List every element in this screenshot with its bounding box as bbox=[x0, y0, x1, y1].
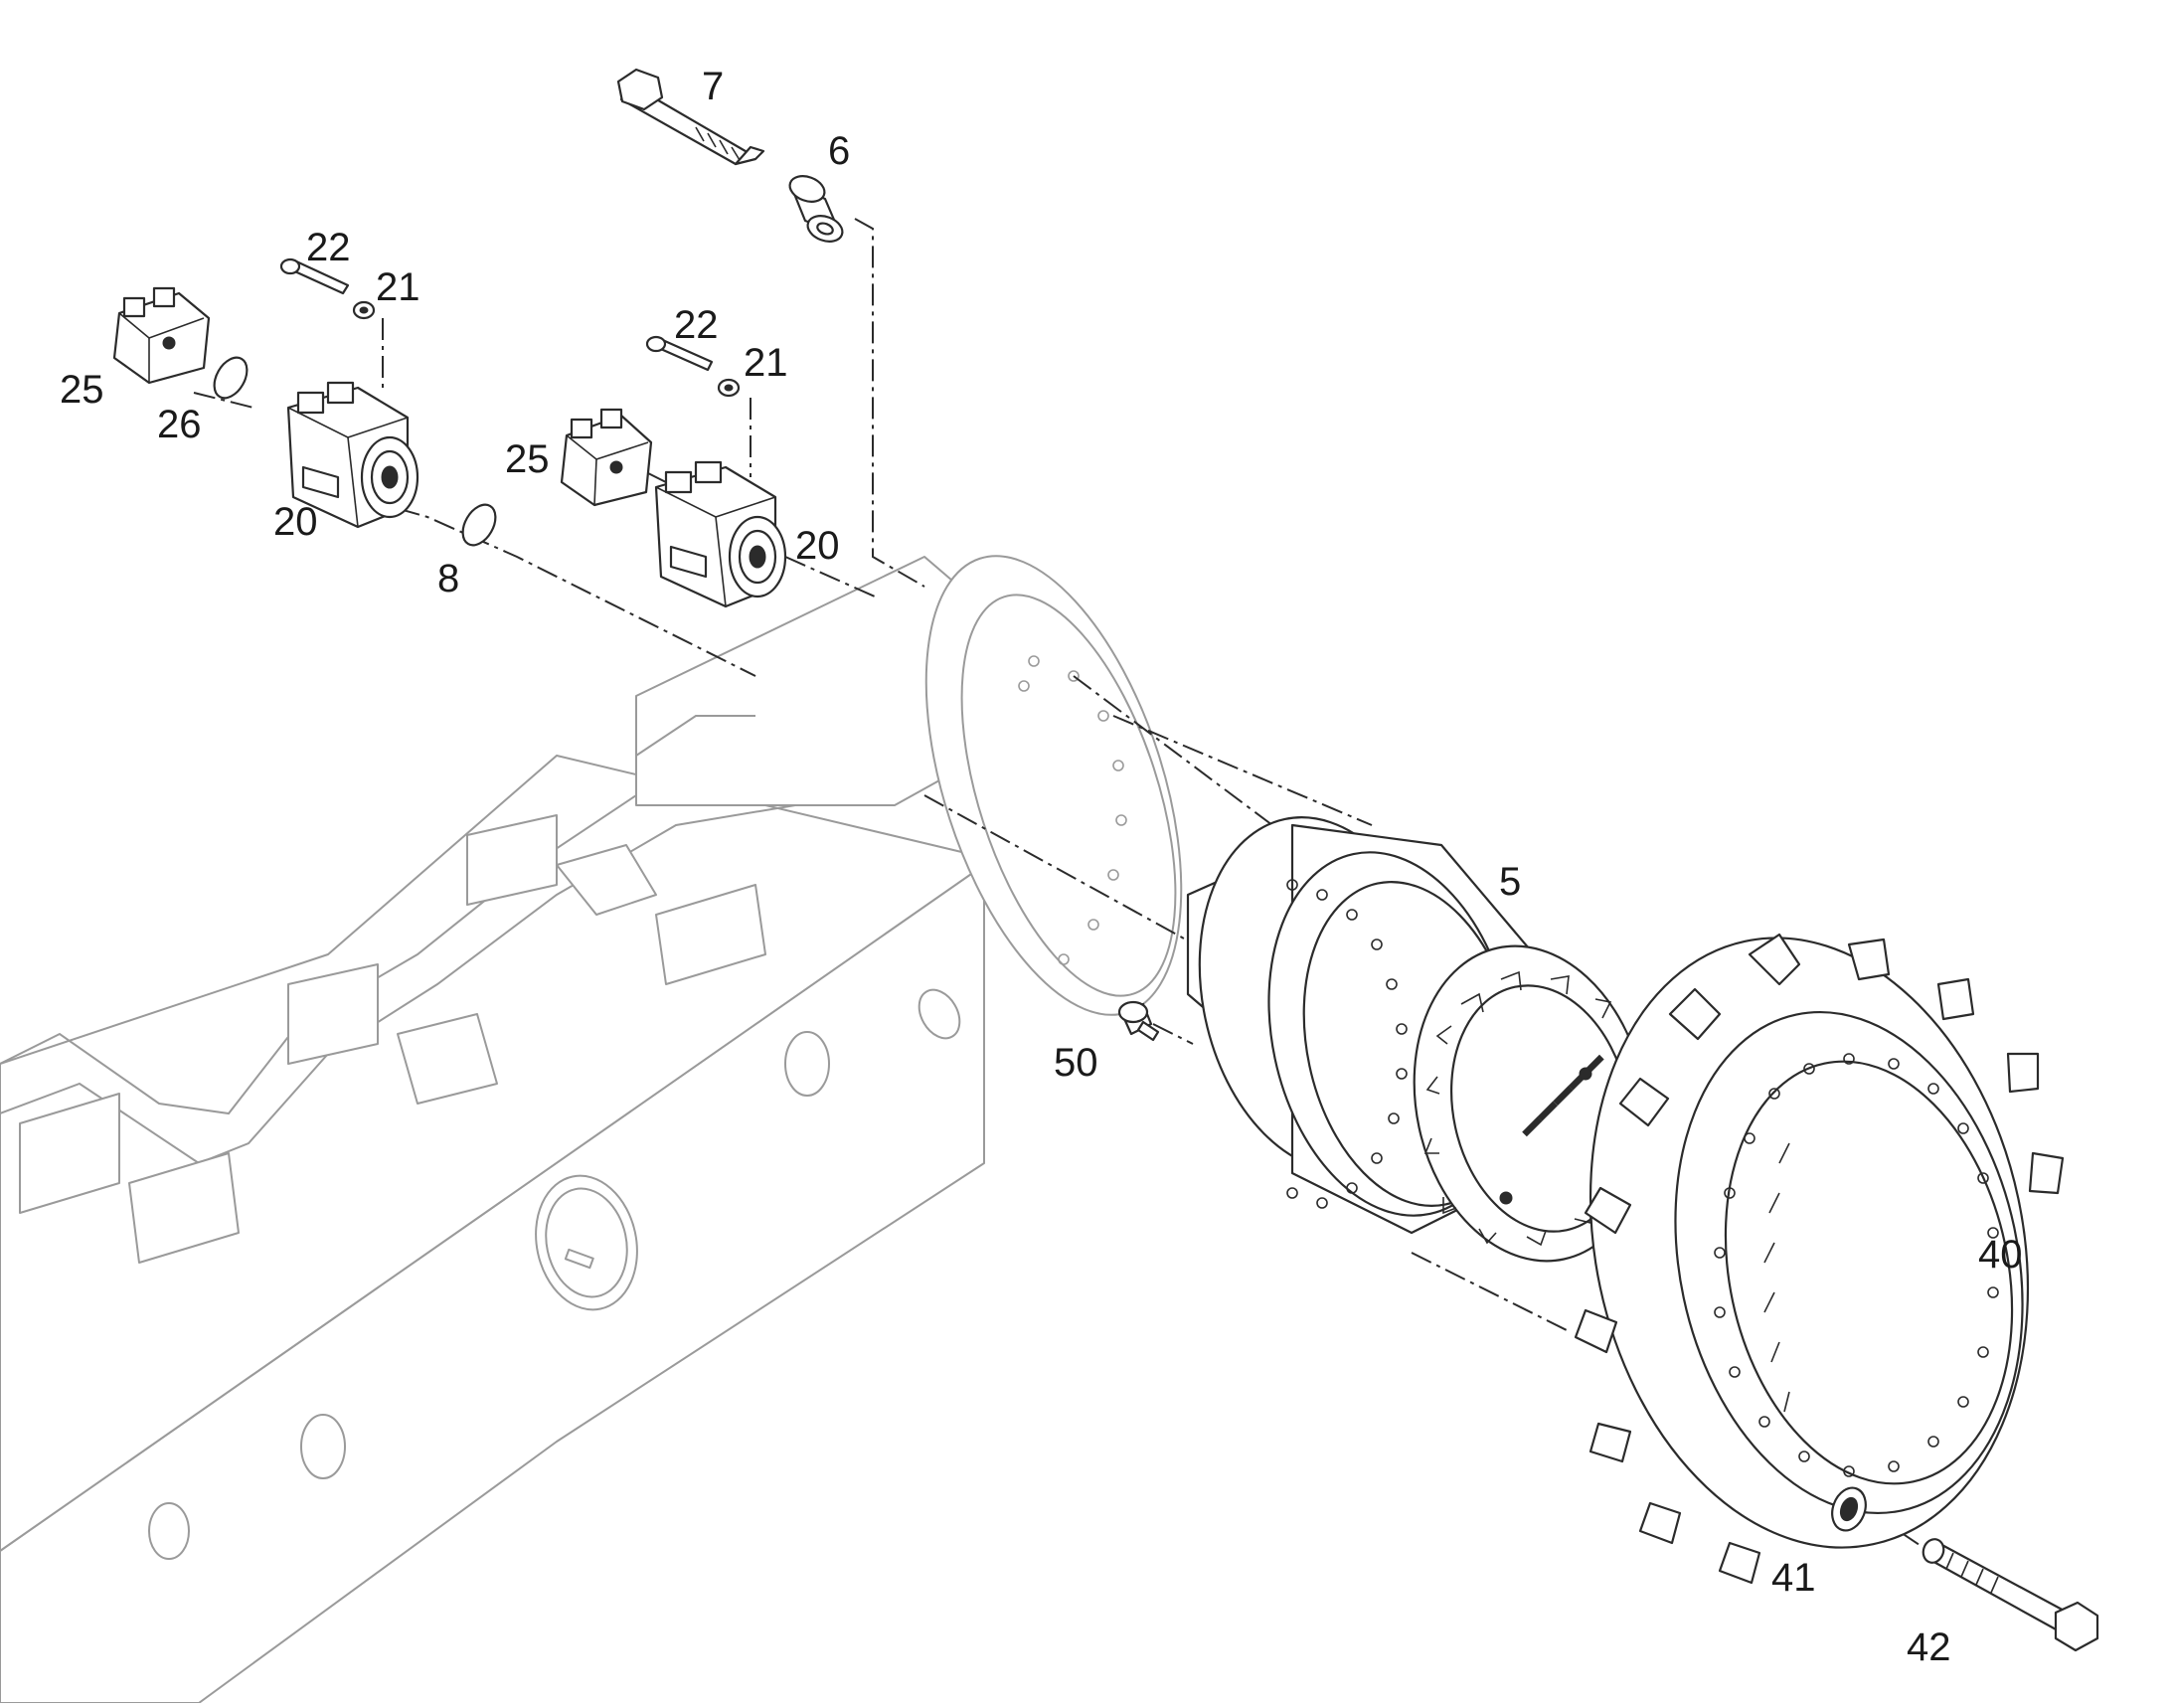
sleeve-6 bbox=[788, 175, 844, 243]
hydraulic-motor-20-left bbox=[286, 381, 419, 529]
o-ring-26 bbox=[213, 356, 249, 400]
callout-labels: 7 6 22 21 25 26 20 8 22 21 25 20 5 50 40… bbox=[60, 65, 2023, 1669]
valve-block-25-left bbox=[112, 286, 211, 385]
bolt-42 bbox=[1922, 1538, 2099, 1652]
callout-40: 40 bbox=[1978, 1233, 2023, 1277]
callout-50: 50 bbox=[1054, 1041, 1098, 1085]
callout-25-right: 25 bbox=[505, 437, 550, 481]
hydraulic-motor-20-right bbox=[654, 460, 787, 608]
plug-50 bbox=[1117, 1000, 1160, 1042]
callout-21-right: 21 bbox=[744, 341, 788, 385]
callout-26: 26 bbox=[157, 403, 202, 446]
callout-25-left: 25 bbox=[60, 368, 104, 412]
callout-8: 8 bbox=[437, 557, 459, 600]
callout-21-left: 21 bbox=[376, 265, 420, 309]
callout-20-right: 20 bbox=[795, 524, 840, 568]
callout-6: 6 bbox=[828, 129, 850, 173]
valve-block-25-right bbox=[560, 408, 653, 507]
callout-20-left: 20 bbox=[273, 500, 318, 544]
washer-21-right bbox=[717, 378, 741, 398]
track-frame bbox=[0, 555, 1183, 1704]
callout-7: 7 bbox=[702, 65, 724, 108]
callout-42: 42 bbox=[1907, 1625, 1951, 1669]
screw-22-left bbox=[279, 257, 350, 295]
callout-5: 5 bbox=[1499, 860, 1521, 904]
bolt-7 bbox=[616, 68, 765, 166]
screw-22-right bbox=[645, 335, 714, 372]
callout-22-right: 22 bbox=[674, 303, 719, 347]
washer-21-left bbox=[352, 300, 376, 320]
final-drive-5: ▬▬▬▬▬ bbox=[1186, 816, 1649, 1263]
callout-22-left: 22 bbox=[306, 226, 351, 269]
sprocket-40 bbox=[1574, 933, 2065, 1585]
o-ring-8 bbox=[461, 503, 497, 547]
callout-41: 41 bbox=[1771, 1556, 1816, 1600]
washer-41 bbox=[1831, 1486, 1867, 1532]
